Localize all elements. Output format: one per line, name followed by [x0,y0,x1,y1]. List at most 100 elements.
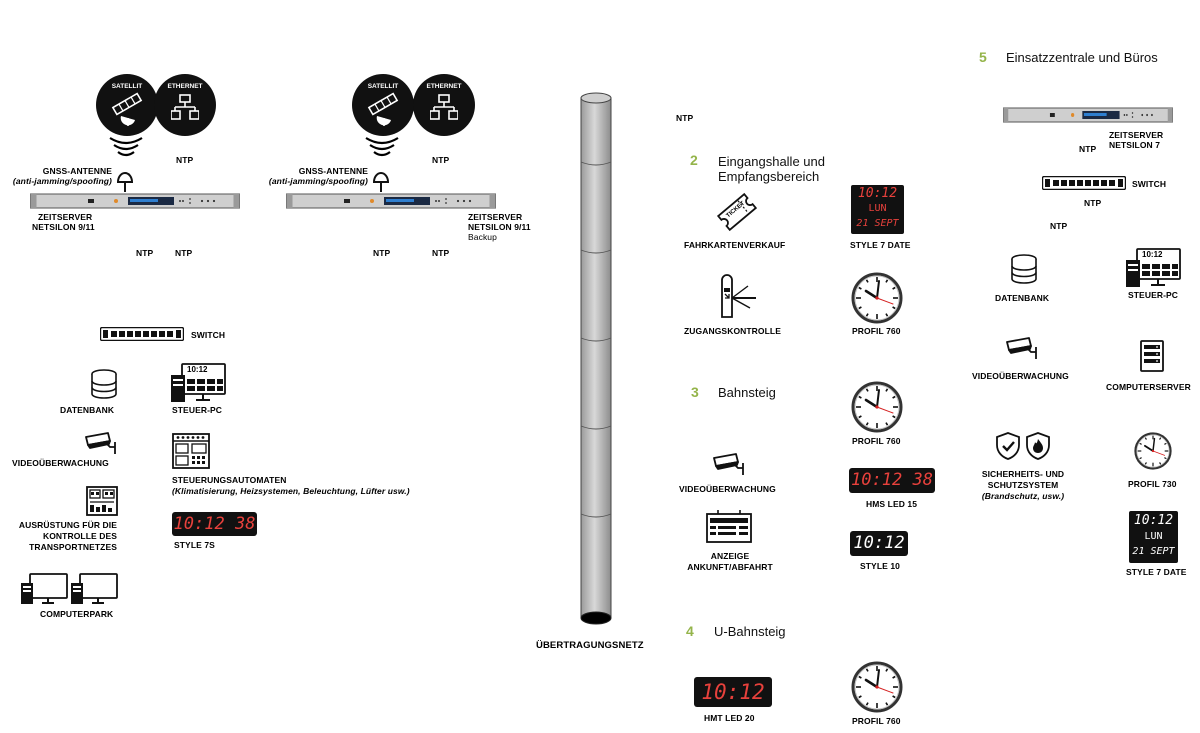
departure-board-icon [706,510,752,543]
ntp-label: NTP [373,248,391,258]
style-7-date-label: STYLE 7 DATE [1126,567,1187,577]
ntp-label: NTP [432,155,450,165]
computer-server-icon [1140,340,1164,372]
style-7s-label: STYLE 7S [174,540,215,550]
computer-icon [70,573,118,605]
transmission-network-label: ÜBERTRAGUNGSNETZ [536,640,644,651]
arrival-departure-label: ANKUNFT/ABFAHRT [687,562,773,572]
security-shield-icon [996,432,1020,460]
section-title: Einsatzzentrale und Büros [1006,50,1158,65]
ntp-label: NTP [1079,144,1097,154]
profil-730-label: PROFIL 730 [1128,479,1177,489]
camera-icon [84,432,120,456]
style-10-label: STYLE 10 [860,561,901,571]
ethernet-badge: ETHERNET [154,74,216,136]
ethernet-label: ETHERNET [426,83,462,90]
gnss-antenna-sublabel: (anti-jamming/spoofing) [268,176,368,186]
control-automat-sublabel: (Klimatisierung, Heizsystemen, Beleuchtu… [172,486,410,496]
time-server-device [1003,106,1173,124]
hmt-led-display: 10:12 [694,677,772,707]
satellite-icon [111,92,143,126]
control-automat-icon [172,433,210,469]
style-7-date-label: STYLE 7 DATE [850,240,911,250]
transport-control-label: TRANSPORTNETZES [29,542,117,552]
ethernet-label: ETHERNET [167,83,203,90]
control-automat-label: STEUERUNGSAUTOMATEN [172,475,287,485]
signal-waves-icon [365,137,399,157]
ntp-label: NTP [1084,198,1102,208]
fire-protection-icon [1026,432,1050,460]
hms-led-display: 10:12 38 [849,468,935,493]
access-control-label: ZUGANGSKONTROLLE [684,326,781,336]
section-title: Eingangshalle und [718,154,825,169]
gnss-antenna-label: GNSS-ANTENNE [42,166,112,176]
server-model-label: NETSILON 7 [1109,140,1161,150]
transport-control-label: AUSRÜSTUNG FÜR DIE [18,520,117,530]
ticket-icon [716,192,758,232]
arrival-departure-label: ANZEIGE [710,551,750,561]
style-7s-display: 10:12 38 [172,512,257,536]
section-number: 5 [979,49,987,65]
hms-led-label: HMS LED 15 [866,499,918,509]
server-label: ZEITSERVER [468,212,523,222]
ethernet-badge: ETHERNET [413,74,475,136]
computer-server-label: COMPUTERSERVER [1106,382,1191,392]
style-10-display: 10:12 [850,531,908,556]
section-title: U-Bahnsteig [714,624,786,639]
database-icon [1010,254,1038,284]
time-server-device [30,192,240,210]
video-surveillance-label: VIDEOÜBERWACHUNG [679,484,776,494]
ntp-label: NTP [175,248,193,258]
section-title: Empfangsbereich [718,169,820,184]
satellite-label: SATELLIT [367,83,399,90]
analog-clock-icon [851,661,903,713]
section-title: Bahnsteig [718,385,776,400]
security-system-label: SICHERHEITS- UND [981,469,1065,479]
computer-icon [20,573,68,605]
analog-clock-icon [851,272,903,324]
satellite-badge: SATELLIT [352,74,414,136]
section-number: 4 [686,623,694,639]
switch-device [100,327,184,341]
transport-control-icon [86,486,118,516]
style-7-date-display: 10:12 LUN 21 SEPT [1129,511,1178,563]
database-label: DATENBANK [60,405,115,415]
switch-label: SWITCH [1132,179,1167,189]
analog-clock-icon [1134,432,1172,470]
camera-icon [1005,337,1041,361]
access-gate-icon [721,274,756,318]
section-number: 2 [690,152,698,168]
server-label: ZEITSERVER [1109,130,1164,140]
ethernet-icon [430,94,458,120]
satellite-badge: SATELLIT [96,74,158,136]
control-pc-time: 10:12 [1142,250,1163,259]
ntp-label: NTP [136,248,154,258]
gnss-antenna-label: GNSS-ANTENNE [298,166,368,176]
analog-clock-icon [851,381,903,433]
gnss-antenna-sublabel: (anti-jamming/spoofing) [12,176,112,186]
ethernet-icon [171,94,199,120]
transmission-network-pipe [580,92,612,625]
ntp-label: NTP [432,248,450,258]
switch-device [1042,176,1126,190]
profil-760-label: PROFIL 760 [852,716,901,726]
server-model-label: NETSILON 9/11 [32,222,95,232]
database-label: DATENBANK [995,293,1050,303]
transport-control-label: KONTROLLE DES [42,531,117,541]
satellite-icon [367,92,399,126]
security-system-sublabel: (Brandschutz, usw.) [981,491,1065,501]
gnss-antenna-icon [372,172,390,192]
control-pc-label: STEUER-PC [172,405,223,415]
control-pc-label: STEUER-PC [1128,290,1179,300]
ntp-label: NTP [676,113,694,123]
server-model-label: NETSILON 9/11 [468,222,531,232]
section-number: 3 [691,384,699,400]
signal-waves-icon [109,137,143,157]
ticket-sales-label: FAHRKARTENVERKAUF [684,240,786,250]
style-7-date-display: 10:12 LUN 21 SEPT [851,185,904,234]
control-pc-time: 10:12 [187,365,208,374]
gnss-antenna-icon [116,172,134,192]
time-server-device [286,192,496,210]
database-icon [90,369,118,399]
computer-park-label: COMPUTERPARK [40,609,114,619]
